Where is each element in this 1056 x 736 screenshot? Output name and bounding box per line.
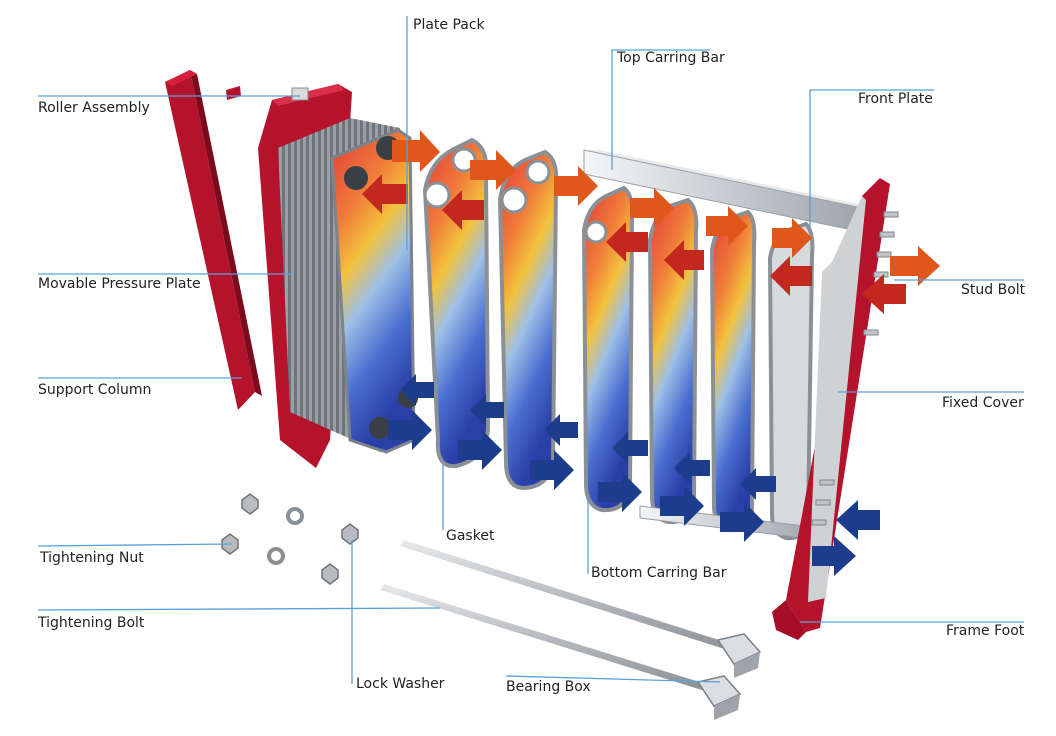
label-tightening-nut: Tightening Nut	[40, 550, 144, 566]
nuts-and-washers-part	[221, 493, 359, 585]
label-gasket: Gasket	[446, 528, 495, 544]
leader-top-carring-bar	[611, 49, 710, 170]
fixed-cover-part	[772, 178, 899, 640]
plate-3	[581, 185, 635, 513]
stud-bolts-part	[811, 211, 899, 526]
label-bottom-carring-bar: Bottom Carring Bar	[591, 565, 727, 581]
bearing-box-part	[696, 633, 762, 720]
label-bearing-box: Bearing Box	[506, 679, 591, 695]
hot-inlet-arrows	[392, 130, 940, 286]
label-frame-foot: Frame Foot	[946, 623, 1025, 639]
heat-plates	[422, 137, 815, 541]
label-tightening-bolt: Tightening Bolt	[38, 615, 145, 631]
label-front-plate: Front Plate	[858, 91, 933, 107]
label-fixed-cover: Fixed Cover	[942, 395, 1024, 411]
label-roller-assembly: Roller Assembly	[38, 100, 150, 116]
plate-pack-part	[278, 118, 418, 454]
plate-1	[422, 137, 491, 469]
label-movable-pressure-plate: Movable Pressure Plate	[38, 276, 201, 292]
support-column-part	[165, 70, 262, 410]
leader-tightening-nut	[37, 543, 233, 547]
plate-2	[497, 149, 559, 491]
label-plate-pack: Plate Pack	[413, 17, 485, 33]
roller-assembly-part	[226, 86, 241, 100]
label-stud-bolt: Stud Bolt	[961, 282, 1026, 298]
label-top-carring-bar: Top Carring Bar	[617, 50, 725, 66]
hot-return-arrows	[362, 174, 906, 314]
label-lock-washer: Lock Washer	[356, 676, 445, 692]
leader-bearing-box	[505, 675, 721, 683]
leader-lines	[37, 16, 1024, 684]
leader-front-plate	[809, 89, 934, 228]
tightening-bolts-part	[380, 540, 762, 720]
cold-arrows	[388, 374, 880, 576]
label-support-column: Support Column	[38, 382, 152, 398]
leader-tightening-bolt	[37, 607, 441, 611]
